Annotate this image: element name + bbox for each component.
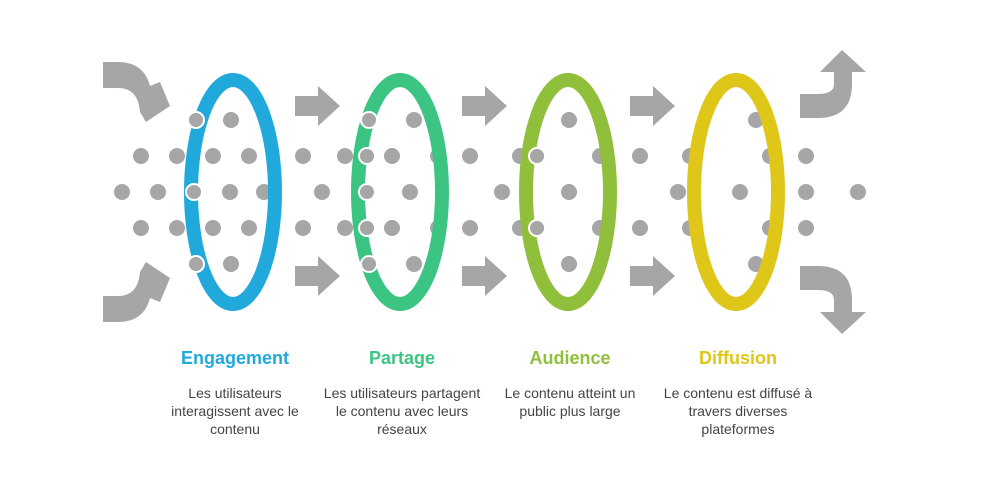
dot (169, 220, 185, 236)
dot (295, 220, 311, 236)
dot (798, 220, 814, 236)
dot (241, 148, 257, 164)
dot-field-front (185, 111, 546, 273)
dot (314, 184, 330, 200)
input-arrow-top (103, 62, 170, 122)
dot (528, 147, 546, 165)
stage-title-audience: Audience (529, 348, 611, 368)
dot (632, 148, 648, 164)
dot (850, 184, 866, 200)
dot (732, 184, 748, 200)
dot (337, 220, 353, 236)
stage-ring-audience (519, 73, 617, 311)
dot (561, 256, 577, 272)
stage-arrows (295, 86, 675, 296)
dot (169, 148, 185, 164)
dot (360, 111, 378, 129)
dot (205, 220, 221, 236)
stage-description-engagement: Les utilisateurs interagissent avec le c… (171, 385, 299, 437)
stage-description-partage: Les utilisateurs partagent le contenu av… (323, 385, 481, 437)
dot (337, 148, 353, 164)
dot-field (114, 112, 866, 272)
arrow-right-icon (295, 86, 340, 126)
dot (462, 148, 478, 164)
dot (222, 184, 238, 200)
stage-description-diffusion: Le contenu est diffusé à travers diverse… (663, 385, 813, 437)
stage-title-engagement: Engagement (180, 348, 290, 368)
arrow-right-icon (295, 256, 340, 296)
dot (798, 184, 814, 200)
dot (561, 184, 577, 200)
dot (223, 112, 239, 128)
dot (358, 183, 376, 201)
dot (205, 148, 221, 164)
arrow-right-icon (630, 86, 675, 126)
stage-ring-diffusion (687, 73, 785, 311)
dot (185, 183, 203, 201)
dot (384, 148, 400, 164)
dot (187, 255, 205, 273)
dot (358, 147, 376, 165)
stage-title-partage: Partage (368, 348, 436, 368)
dot (406, 256, 422, 272)
dot (187, 111, 205, 129)
output-arrow-bottom (800, 266, 866, 334)
stage-title-diffusion: Diffusion (699, 348, 777, 368)
dot (494, 184, 510, 200)
dot (402, 184, 418, 200)
output-arrow-top (800, 50, 866, 118)
dot (358, 219, 376, 237)
stage-description-audience: Le contenu atteint un public plus large (504, 385, 636, 419)
dot (133, 148, 149, 164)
dot (241, 220, 257, 236)
dot (360, 255, 378, 273)
dot (295, 148, 311, 164)
dot (114, 184, 130, 200)
dot (462, 220, 478, 236)
dot (384, 220, 400, 236)
dot (406, 112, 422, 128)
dot (133, 220, 149, 236)
dot (223, 256, 239, 272)
dot (150, 184, 166, 200)
dot (561, 112, 577, 128)
dot (632, 220, 648, 236)
input-arrow-bottom (103, 262, 170, 322)
dot (528, 219, 546, 237)
dot (798, 148, 814, 164)
arrow-right-icon (630, 256, 675, 296)
dot (670, 184, 686, 200)
arrow-right-icon (462, 256, 507, 296)
arrow-right-icon (462, 86, 507, 126)
